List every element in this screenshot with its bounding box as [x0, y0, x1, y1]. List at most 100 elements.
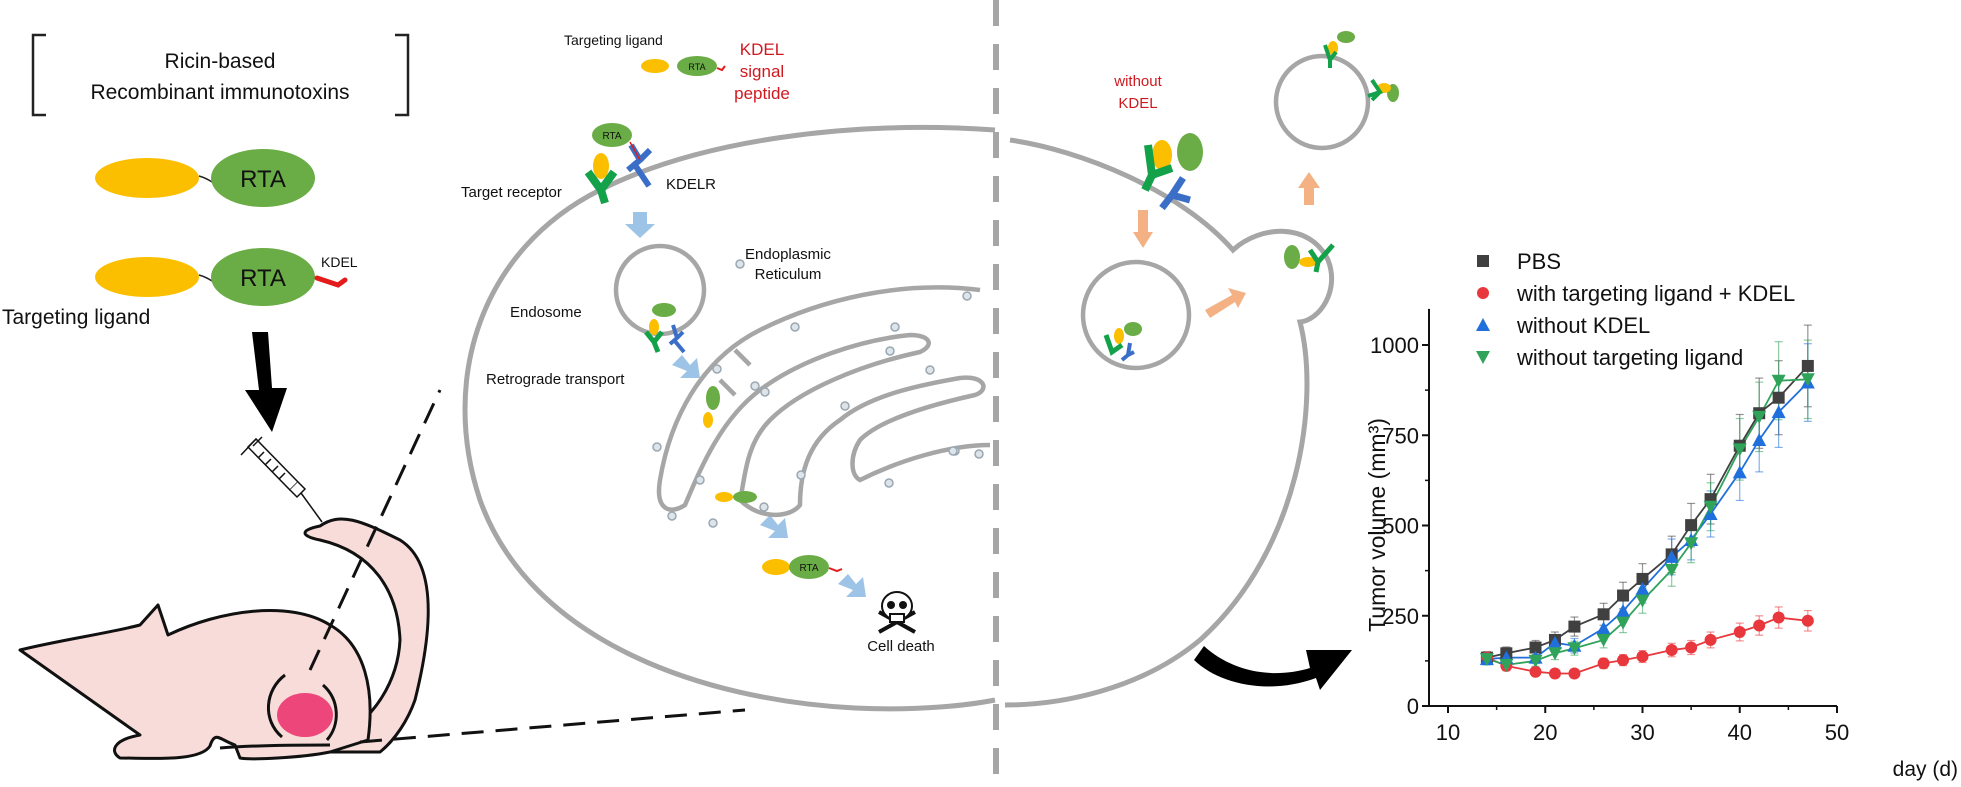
targeting-ligand-label: Targeting ligand [564, 32, 663, 48]
marker-square [1597, 608, 1610, 621]
marker-triangle-up [1547, 635, 1562, 649]
marker-circle [1733, 625, 1746, 638]
marker-triangle-down [1732, 443, 1747, 457]
marker-square [1617, 589, 1630, 602]
marker-triangle-up [1596, 621, 1611, 635]
tumor [277, 693, 333, 737]
rta-label: RTA [240, 166, 286, 193]
y-tick-label: 750 [1382, 423, 1419, 448]
rta-label: RTA [799, 563, 818, 574]
x-tick-label: 10 [1436, 720, 1460, 745]
marker-triangle-down [1567, 642, 1582, 656]
zoom-guide-line [308, 389, 442, 671]
receptor-complex: RTA [584, 123, 653, 205]
marker-triangle-down [1479, 653, 1494, 667]
marker-circle [1529, 665, 1542, 678]
marker-triangle-down [1664, 563, 1679, 577]
endoplasmic-reticulum [656, 285, 991, 518]
marker-square [1529, 641, 1542, 654]
marker-circle [1801, 614, 1814, 627]
marker-triangle-down [1528, 654, 1543, 668]
vesicle-receptor-complex [1323, 31, 1399, 102]
rta-shape [789, 555, 829, 579]
kdel-signal-line-3: peptide [734, 84, 790, 103]
y-tick-label: 1000 [1370, 333, 1419, 358]
linker [198, 274, 213, 282]
receptor-complex [1141, 133, 1203, 211]
marker-circle [1568, 667, 1581, 680]
y-tick-label: 500 [1382, 514, 1419, 539]
ligand-shape [762, 559, 790, 575]
flow-arrow-icon [1205, 288, 1246, 318]
linker [198, 175, 213, 183]
marker-square [1636, 572, 1649, 585]
x-axis-label: day (d) [1893, 758, 1958, 781]
marker-triangle-down [1800, 373, 1815, 387]
marker-triangle-down [1596, 633, 1611, 647]
marker-triangle-up [1771, 405, 1786, 419]
kdel-tail [716, 65, 726, 72]
y-tick-label: 250 [1382, 604, 1419, 629]
cell-membrane [462, 125, 996, 712]
kdel-tail [314, 275, 348, 288]
marker-circle [1477, 287, 1489, 299]
flow-arrow-icon [672, 355, 700, 378]
rta-label: RTA [688, 62, 705, 72]
marker-triangle-down [1547, 647, 1562, 661]
without-kdel-line-2: KDEL [1118, 95, 1157, 112]
kdel-label: KDEL [321, 254, 358, 270]
endosome-label: Endosome [510, 304, 582, 321]
target-receptor-label: Target receptor [461, 184, 562, 201]
left-bracket [31, 33, 46, 117]
flow-arrow-icon [838, 574, 866, 597]
panel-b: Targeting ligand RTA KDEL signal peptide… [461, 32, 996, 712]
rta-shape [733, 491, 757, 503]
ligand-shape [95, 158, 199, 198]
er-label-line-2: Reticulum [755, 266, 822, 283]
zoom-guide-line [359, 708, 746, 744]
marker-square [1801, 359, 1814, 372]
panel-a: Ricin-based Recombinant immunotoxins RTA… [2, 33, 746, 761]
right-bracket [395, 33, 410, 117]
cell-membrane [1004, 137, 1335, 708]
marker-triangle-down [1616, 616, 1631, 630]
flow-arrow-icon [1133, 210, 1153, 248]
marker-square [1568, 620, 1581, 633]
marker-square [1685, 519, 1698, 532]
legend-entry-label: PBS [1517, 249, 1561, 274]
kdel-signal-line-2: signal [740, 62, 784, 81]
marker-square [1772, 391, 1785, 404]
panel-c: without KDEL [1004, 31, 1399, 708]
marker-circle [1704, 633, 1717, 646]
marker-triangle-down [1752, 410, 1767, 424]
endosome-receptor-complex [644, 303, 686, 354]
marker-triangle-up [1476, 318, 1490, 331]
flow-arrow-icon [760, 515, 788, 538]
syringe-icon [240, 436, 323, 523]
endosome-receptor-complex [1103, 322, 1142, 362]
marker-circle [1772, 611, 1785, 624]
marker-triangle-up [1635, 582, 1650, 596]
rta-shape [706, 386, 720, 410]
result-arrow-icon [1194, 646, 1352, 690]
marker-circle [1597, 657, 1610, 670]
endosome [1080, 259, 1192, 371]
chart-markers [1479, 359, 1815, 680]
recycling-vesicle [1273, 53, 1371, 151]
marker-square [1477, 255, 1489, 267]
kdelr-label: KDELR [666, 176, 716, 193]
x-tick-label: 40 [1728, 720, 1752, 745]
marker-triangle-down [1499, 658, 1514, 672]
kdel-tail [828, 567, 843, 573]
marker-circle [1548, 667, 1561, 680]
marker-triangle-down [1703, 500, 1718, 514]
x-tick-label: 30 [1630, 720, 1654, 745]
marker-circle [1636, 650, 1649, 663]
y-tick-label: 0 [1407, 694, 1419, 719]
title-line-2: Recombinant immunotoxins [90, 81, 349, 104]
skull-crossbones-icon [878, 591, 916, 634]
legend-entry-label: without targeting ligand [1516, 345, 1743, 370]
x-tick-label: 50 [1825, 720, 1849, 745]
